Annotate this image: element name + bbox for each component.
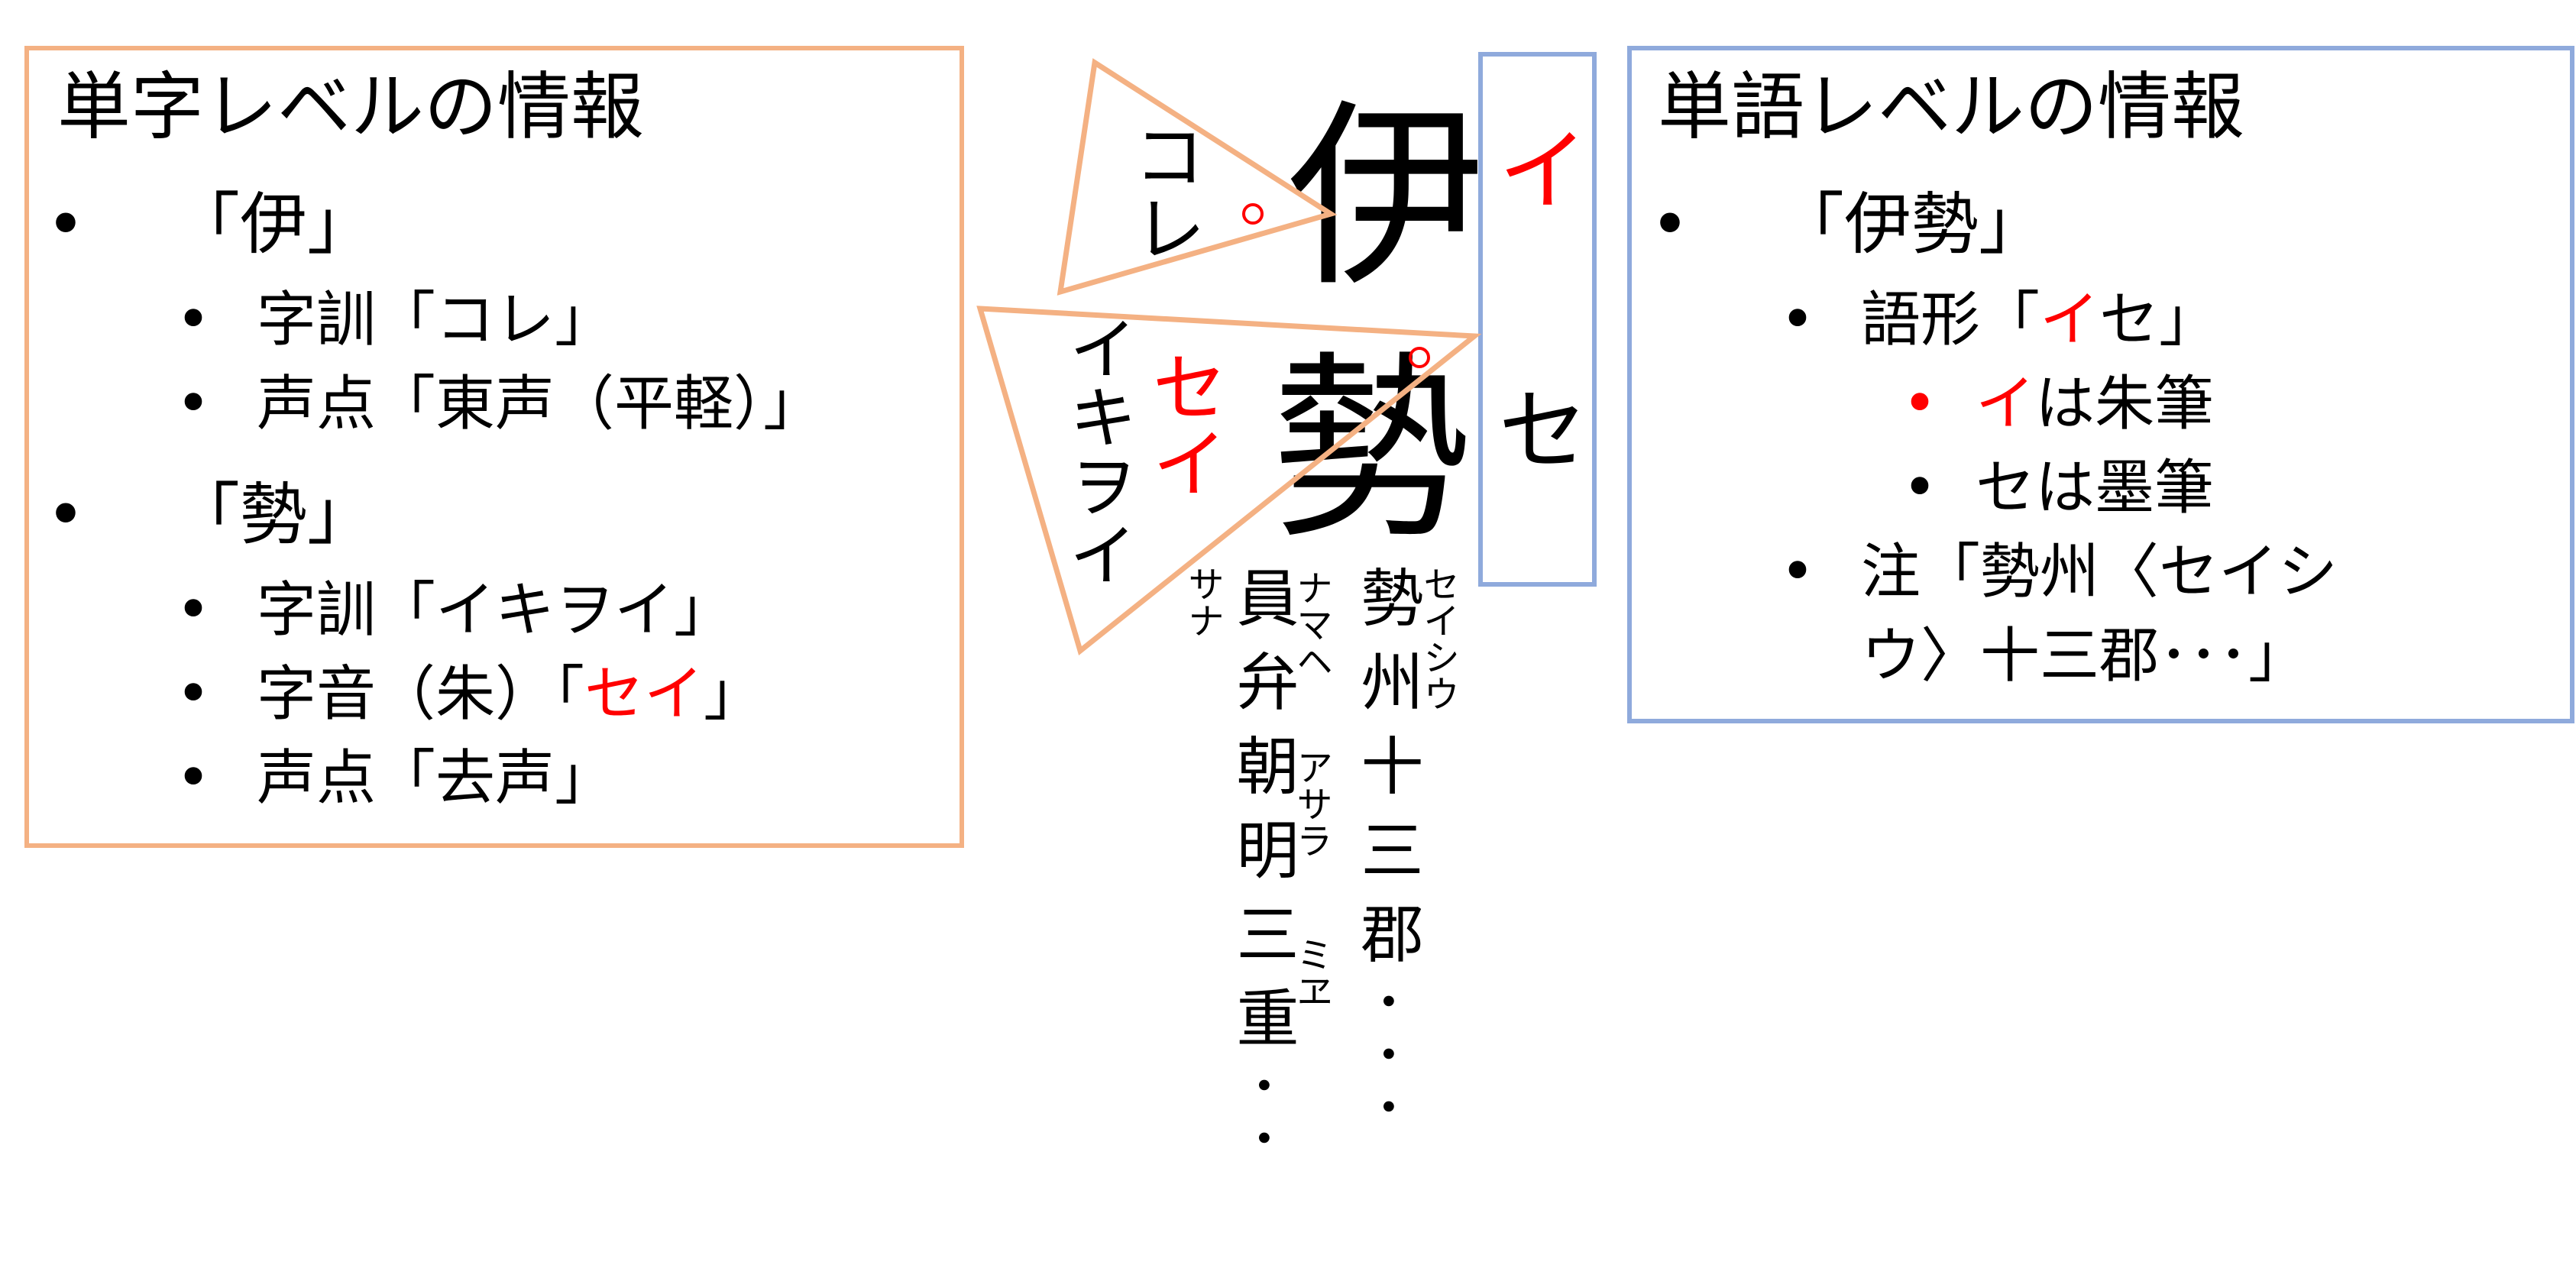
sub-sei-on-post: 」 bbox=[704, 660, 764, 729]
triangle-sei bbox=[976, 306, 1482, 655]
bullet-sei: •「勢」 bbox=[46, 475, 375, 554]
sub-sei-on: •字音（朱）「セイ」 bbox=[176, 660, 764, 729]
sub-ise-se-text: セは墨筆 bbox=[1976, 454, 2215, 522]
sub-sei-tone: •声点「去声」 bbox=[176, 744, 615, 813]
sub-ise-note-text-1: 注「勢州〈セイシ bbox=[1861, 538, 2338, 607]
annotation-column-1-ruby-mid: ナマヘ bbox=[1290, 569, 1332, 679]
annotation-column-1-ruby-top: サナ bbox=[1181, 565, 1224, 639]
on-sei: セイ bbox=[1138, 348, 1228, 500]
sub-ise-i: •イは朱筆 bbox=[1902, 370, 2215, 438]
bullet-ise: •「伊勢」 bbox=[1650, 185, 2047, 264]
word-level-title: 単語レベルの情報 bbox=[1658, 64, 2244, 150]
sub-i-tone-text: 声点「東声（平軽）」 bbox=[257, 370, 824, 438]
annotation-column-1-ruby-asara: アサラ bbox=[1290, 749, 1332, 859]
sub-sei-kun-text: 字訓「イキヲイ」 bbox=[257, 576, 734, 645]
word-reading-i: イ bbox=[1481, 122, 1587, 214]
kun-kore: コレ bbox=[1121, 118, 1205, 264]
sub-sei-tone-text: 声点「去声」 bbox=[257, 744, 615, 813]
sub-i-tone: •声点「東声（平軽）」 bbox=[176, 370, 824, 438]
sub-ise-note-text-2: ウ〉十三郡･･･」 bbox=[1861, 622, 2309, 691]
bullet-i-label: 「伊」 bbox=[173, 185, 375, 264]
bullet-ise-label: 「伊勢」 bbox=[1777, 185, 2047, 264]
sub-ise-form: •語形「イセ」 bbox=[1780, 286, 2219, 354]
sub-ise-form-pre: 語形「 bbox=[1861, 286, 2040, 354]
annotation-column-1: 員弁朝明三重･･ bbox=[1225, 565, 1298, 1175]
sub-ise-i-red: イ bbox=[1976, 370, 2036, 438]
character-level-title: 単字レベルの情報 bbox=[57, 64, 644, 150]
word-level-panel bbox=[1627, 46, 2574, 723]
char-sei: 勢 bbox=[1237, 344, 1468, 542]
sub-sei-on-pre: 字音（朱）「 bbox=[257, 660, 585, 729]
character-level-panel bbox=[24, 46, 964, 848]
annotation-column-2-ruby: セイシウ bbox=[1416, 565, 1459, 712]
annotation-column-1-ruby-mie: ミヱ bbox=[1290, 936, 1332, 1009]
word-reading-box bbox=[1478, 52, 1597, 587]
word-reading-se: セ bbox=[1481, 382, 1587, 474]
sub-i-kun: •字訓「コレ」 bbox=[176, 286, 615, 354]
sub-ise-i-rest: は朱筆 bbox=[2035, 370, 2215, 438]
sub-sei-on-red: セイ bbox=[584, 660, 704, 729]
sub-ise-se: •セは墨筆 bbox=[1902, 454, 2215, 522]
bullet-sei-label: 「勢」 bbox=[173, 475, 375, 554]
sub-i-kun-text: 字訓「コレ」 bbox=[257, 286, 615, 354]
bullet-i: •「伊」 bbox=[46, 185, 375, 264]
annotation-column-2: 勢州十三郡･･･ bbox=[1350, 565, 1422, 1144]
tone-mark-i bbox=[1242, 203, 1264, 225]
tone-mark-sei bbox=[1409, 347, 1430, 368]
triangle-i bbox=[1057, 58, 1338, 296]
sub-sei-kun: •字訓「イキヲイ」 bbox=[176, 576, 734, 645]
kun-ikiwoi: イキヲイ bbox=[1057, 313, 1137, 588]
sub-ise-form-post: セ」 bbox=[2099, 286, 2219, 354]
sub-ise-note-1: •注「勢州〈セイシ bbox=[1780, 538, 2338, 607]
sub-ise-form-red: イ bbox=[2040, 286, 2100, 354]
